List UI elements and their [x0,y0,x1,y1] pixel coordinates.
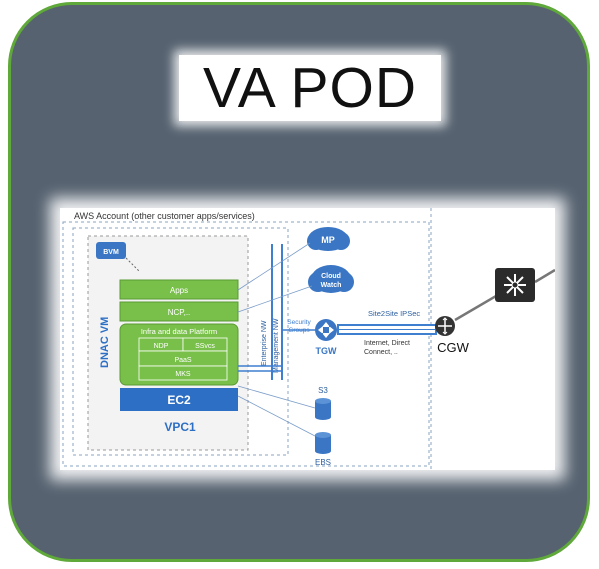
ncp-label: NCP,.. [168,308,191,317]
vpc-frame [72,227,289,456]
site2site-label: Site2Site IPSec [368,309,420,318]
apps-to-mp-link [237,242,311,291]
enterprise-nw-label: Enterprise NW [261,320,268,366]
aws-account-frame [62,221,430,467]
internet-line2: Connect, .. [364,349,398,356]
ncp-box [119,301,239,322]
tgw-icon [315,319,337,341]
management-nw-label: Management NW [273,318,280,373]
internet-line1: Internet, Direct [364,340,410,347]
ndp-label: NDP [154,343,169,350]
security-groups-line1: Security [287,319,311,326]
pod-title: VA POD [202,56,418,120]
cloudwatch-label-line2: Watch [321,282,342,289]
dnac-vm-label: DNAC VM [99,317,111,368]
ec2-to-s3-link [237,385,316,409]
ebs-volume-icon [315,432,331,454]
bvm-label: BVM [103,249,119,256]
cloudwatch-label-line1: Cloud [321,273,341,280]
cgw-router-icon [435,316,455,336]
tgw-label: TGW [316,346,337,356]
ec2-label: EC2 [167,393,191,407]
switch-uplink [534,268,556,284]
mp-cloud-icon [307,227,350,251]
apps-label: Apps [170,286,188,295]
bvm-box [96,242,126,259]
mks-label: MKS [175,371,191,378]
ebs-label: EBS [315,458,331,467]
cgw-label: CGW [437,340,470,355]
platform-label: Infra and data Platform [141,327,217,336]
s3-label: S3 [318,386,328,395]
cloudwatch-cloud-icon [308,265,354,293]
mp-label: MP [321,235,335,245]
mks-box [138,365,228,381]
ssvcs-label: SSvcs [195,343,215,350]
architecture-diagram: AWS Account (other customer apps/service… [62,208,556,470]
ec2-box [120,388,238,411]
network-switch-icon [495,268,535,302]
ec2-to-ebs-link [237,395,316,437]
architecture-panel: AWS Account (other customer apps/service… [60,208,556,470]
title-box: VA POD [179,55,441,121]
paas-label: PaaS [174,357,191,364]
bvm-arrow [125,257,141,273]
apps-box [119,279,239,300]
s3-bucket-icon [315,398,331,420]
ncp-to-cloudwatch-link [237,285,313,313]
aws-account-label: AWS Account (other customer apps/service… [74,211,255,221]
vpc-label: VPC1 [164,420,196,434]
